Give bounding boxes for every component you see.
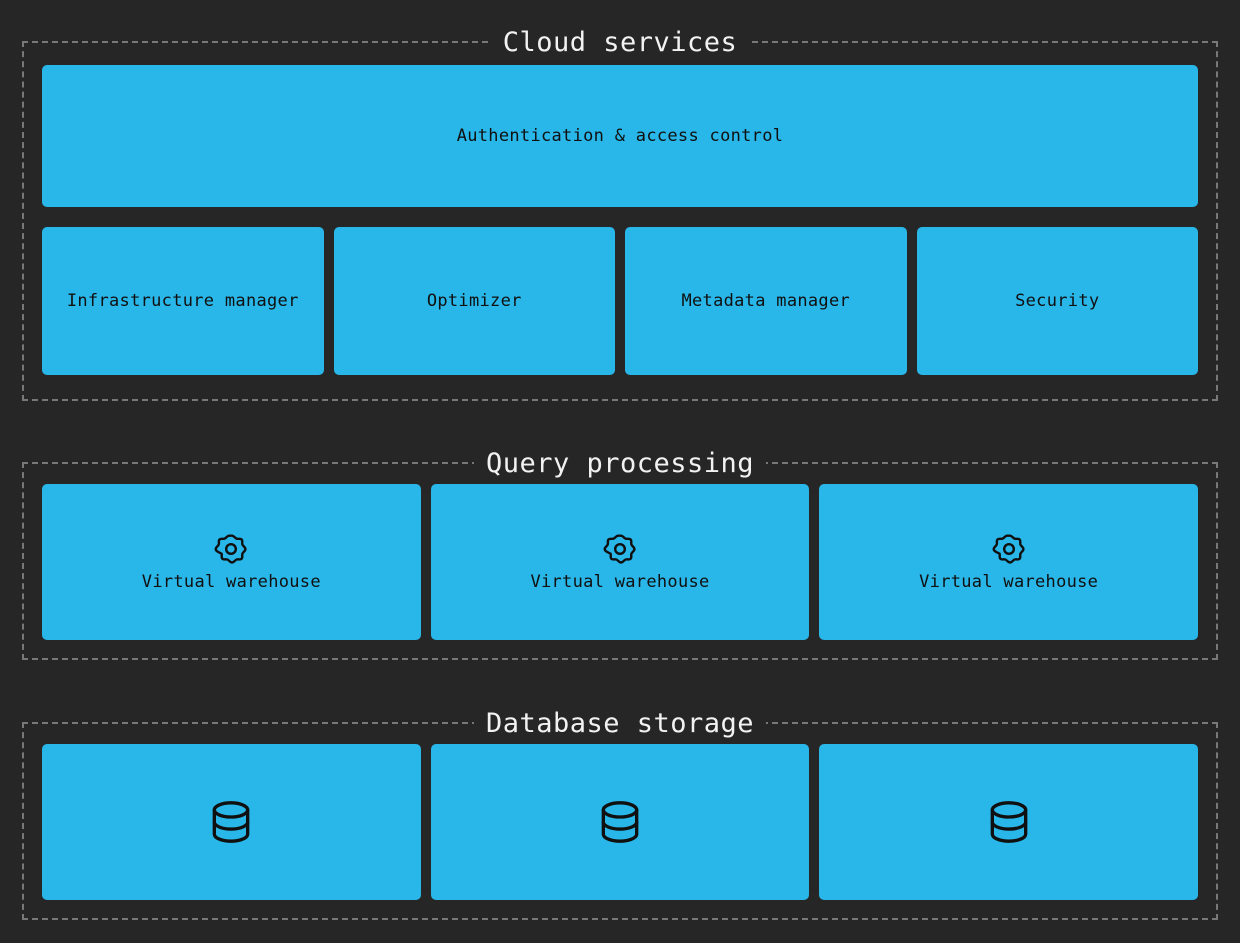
node-virtual-warehouse-1[interactable]: Virtual warehouse	[42, 484, 421, 640]
node-database-storage-1[interactable]	[42, 744, 421, 900]
gear-icon	[214, 532, 248, 566]
database-icon	[984, 797, 1034, 847]
node-label: Virtual warehouse	[530, 572, 710, 592]
node-database-storage-2[interactable]	[430, 744, 810, 900]
section-cloud-services: Cloud services Authentication & access c…	[22, 28, 1218, 401]
section-title-query-processing: Query processing	[473, 449, 767, 479]
node-security[interactable]: Security	[916, 227, 1198, 375]
node-label: Virtual warehouse	[141, 572, 321, 592]
row-cloud-service-components: Infrastructure manager Optimizer Metadat…	[42, 227, 1198, 375]
section-body-cloud-services: Authentication & access control Infrastr…	[42, 65, 1198, 379]
node-optimizer[interactable]: Optimizer	[333, 227, 615, 375]
node-virtual-warehouse-3[interactable]: Virtual warehouse	[819, 484, 1199, 640]
node-metadata-manager[interactable]: Metadata manager	[625, 227, 907, 375]
database-icon	[206, 797, 256, 847]
section-title-cloud-services: Cloud services	[490, 28, 750, 58]
section-database-storage: Database storage	[22, 709, 1218, 920]
section-body-database-storage	[42, 744, 1199, 900]
row-storage-nodes	[42, 744, 1199, 900]
row-authentication: Authentication & access control	[42, 65, 1198, 207]
node-authentication-access-control[interactable]: Authentication & access control	[42, 65, 1198, 207]
section-body-query-processing: Virtual warehouse Virtual warehouse	[42, 484, 1199, 640]
row-virtual-warehouses: Virtual warehouse Virtual warehouse	[42, 484, 1199, 640]
node-virtual-warehouse-2[interactable]: Virtual warehouse	[430, 484, 810, 640]
node-label: Optimizer	[426, 291, 522, 311]
node-database-storage-3[interactable]	[819, 744, 1199, 900]
node-infrastructure-manager[interactable]: Infrastructure manager	[42, 227, 324, 375]
node-label: Virtual warehouse	[919, 572, 1099, 592]
node-label: Security	[1015, 291, 1100, 311]
node-label: Infrastructure manager	[66, 291, 299, 311]
node-label: Metadata manager	[681, 291, 851, 311]
section-title-database-storage: Database storage	[473, 709, 767, 739]
section-query-processing: Query processing Virtual warehouse	[22, 449, 1218, 660]
gear-icon	[603, 532, 637, 566]
database-icon	[595, 797, 645, 847]
node-label: Authentication & access control	[456, 126, 784, 146]
gear-icon	[992, 532, 1026, 566]
